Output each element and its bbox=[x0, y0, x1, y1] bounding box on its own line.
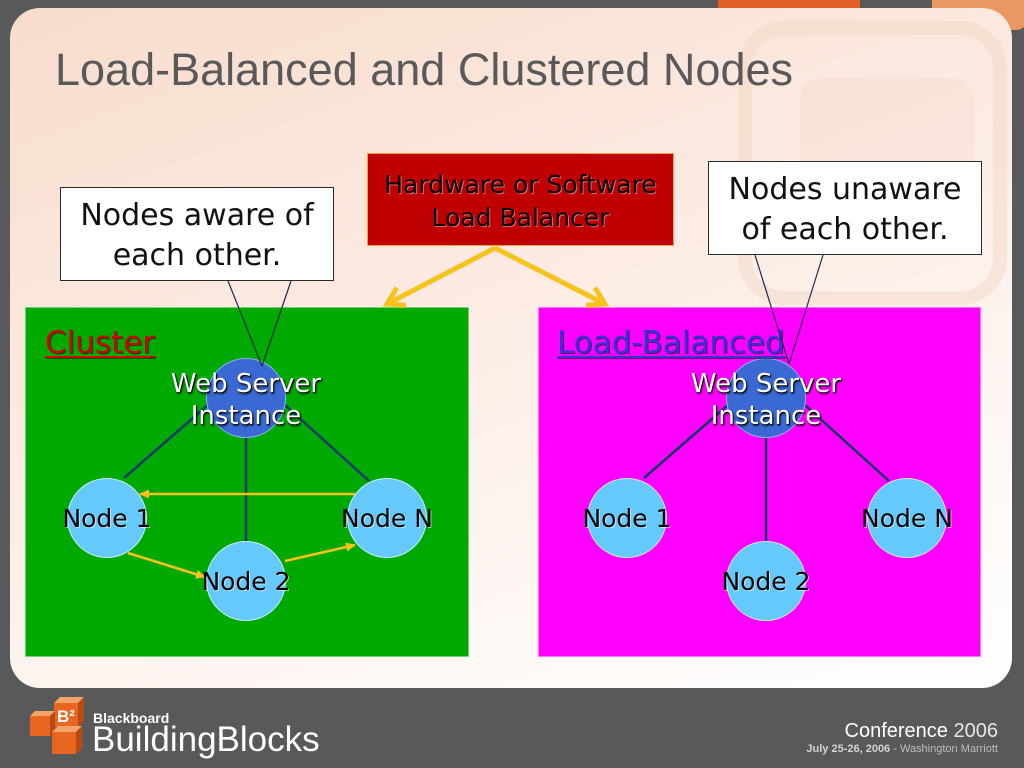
logo-cube-top bbox=[30, 711, 55, 716]
cluster-link[interactable]: Cluster bbox=[45, 325, 156, 361]
logo-cube-front bbox=[52, 732, 76, 754]
web-server-label-line: Web Server bbox=[170, 369, 322, 399]
slide-title: Load-Balanced and Clustered Nodes bbox=[55, 44, 793, 95]
event-separator: - bbox=[890, 743, 900, 755]
conference-word: Conference bbox=[844, 720, 948, 742]
logo-cube-side bbox=[76, 726, 82, 754]
lb-node-n-label: Node N bbox=[861, 504, 953, 533]
logo-cube-back: B² bbox=[54, 697, 84, 727]
logo-cube-left bbox=[30, 711, 55, 736]
logo-cube-top bbox=[54, 697, 84, 703]
logo-cube-side bbox=[50, 711, 55, 736]
logo-cube-front bbox=[54, 703, 78, 727]
callout-text-line: Nodes aware of bbox=[80, 198, 314, 233]
web-server-label-line: Web Server bbox=[690, 369, 842, 399]
lb-node-2-label: Node 2 bbox=[721, 567, 811, 596]
logo-cube-side bbox=[78, 697, 84, 727]
brand-building-blocks: BuildingBlocks bbox=[92, 720, 320, 759]
building-blocks-logo: B² bbox=[30, 697, 84, 754]
event-dates: July 25-26, 2006 bbox=[806, 743, 891, 755]
logo-cube-top bbox=[52, 726, 82, 732]
lb-node-1-label: Node 1 bbox=[582, 504, 672, 533]
cluster-web-server-node bbox=[206, 358, 286, 438]
lb-web-server-label: Web Server Instance bbox=[676, 368, 856, 432]
cluster-node-1-label: Node 1 bbox=[62, 504, 152, 533]
callout-text-line: each other. bbox=[112, 238, 282, 273]
web-server-label-line: Instance bbox=[710, 401, 822, 431]
conference-title: Conference 2006 bbox=[845, 719, 998, 743]
conference-year: 2006 bbox=[953, 720, 999, 742]
callout-nodes-unaware: Nodes unaware of each other. bbox=[708, 161, 982, 255]
logo-cube-front bbox=[30, 716, 50, 736]
callout-text-line: Nodes unaware bbox=[728, 172, 962, 207]
load-balancer-label-line: Load Balancer bbox=[431, 203, 610, 232]
brand-blackboard: Blackboard bbox=[93, 710, 170, 726]
callout-nodes-aware: Nodes aware of each other. bbox=[60, 187, 334, 281]
cluster-node-n-label: Node N bbox=[341, 504, 433, 533]
load-balancer-label-line: Hardware or Software bbox=[384, 170, 657, 199]
lb-node-2 bbox=[726, 541, 806, 621]
load-balancer-box: Hardware or Software Load Balancer bbox=[367, 153, 674, 246]
logo-mark: B² bbox=[57, 707, 75, 726]
event-details: July 25-26, 2006 - Washington Marriott bbox=[806, 742, 998, 756]
callout-text-line: of each other. bbox=[741, 212, 949, 247]
watermark-shape bbox=[800, 78, 975, 173]
cluster-node-2-label: Node 2 bbox=[201, 567, 291, 596]
lb-node-1 bbox=[587, 478, 667, 558]
cluster-node-n bbox=[347, 478, 427, 558]
load-balanced-link[interactable]: Load-Balanced bbox=[557, 325, 785, 361]
lb-node-n bbox=[867, 478, 947, 558]
logo-cube-bottom bbox=[52, 726, 82, 754]
web-server-label-line: Instance bbox=[190, 401, 302, 431]
cluster-web-server-label: Web Server Instance bbox=[156, 368, 336, 432]
cluster-node-1 bbox=[67, 478, 147, 558]
cluster-node-2 bbox=[206, 541, 286, 621]
event-venue: Washington Marriott bbox=[899, 743, 998, 755]
